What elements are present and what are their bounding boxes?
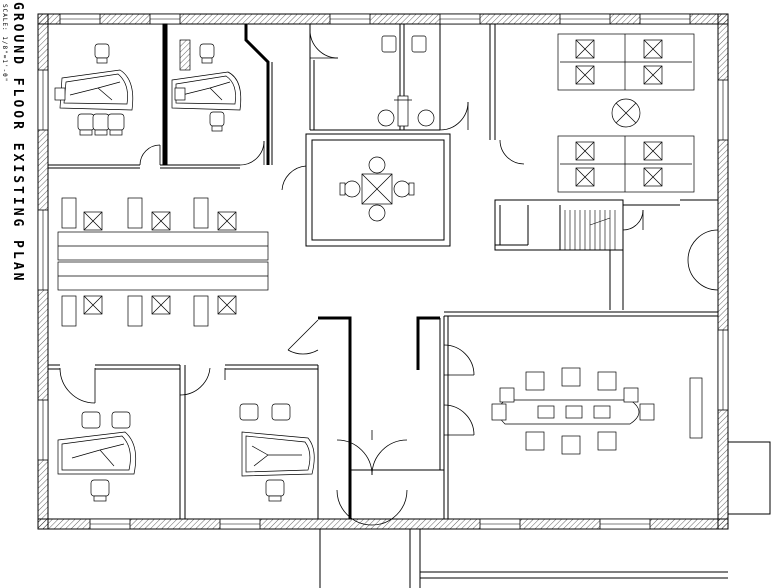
meeting-round-table: [339, 156, 415, 222]
drawing-scale: SCALE: 1/8"=1'-0": [1, 4, 8, 83]
doors: [59, 29, 719, 526]
workstation-cluster-top: [557, 33, 695, 91]
furniture: [54, 33, 703, 502]
interior-walls: [48, 23, 771, 588]
stair: [564, 210, 616, 250]
drawing-title: GROUND FLOOR EXISTING PLAN: [10, 2, 25, 284]
executive-desk-2: [171, 39, 242, 132]
executive-desk-3: [57, 411, 137, 502]
round-table-top-right: [611, 98, 641, 128]
workstation-cluster-mid: [557, 135, 695, 193]
conference-table: [491, 367, 703, 455]
workstation-row-bottom: [57, 261, 269, 327]
executive-desk-1: [54, 43, 134, 136]
workstation-row-top: [57, 197, 269, 261]
washroom-fixtures: [377, 35, 435, 127]
executive-desk-4: [239, 403, 315, 502]
